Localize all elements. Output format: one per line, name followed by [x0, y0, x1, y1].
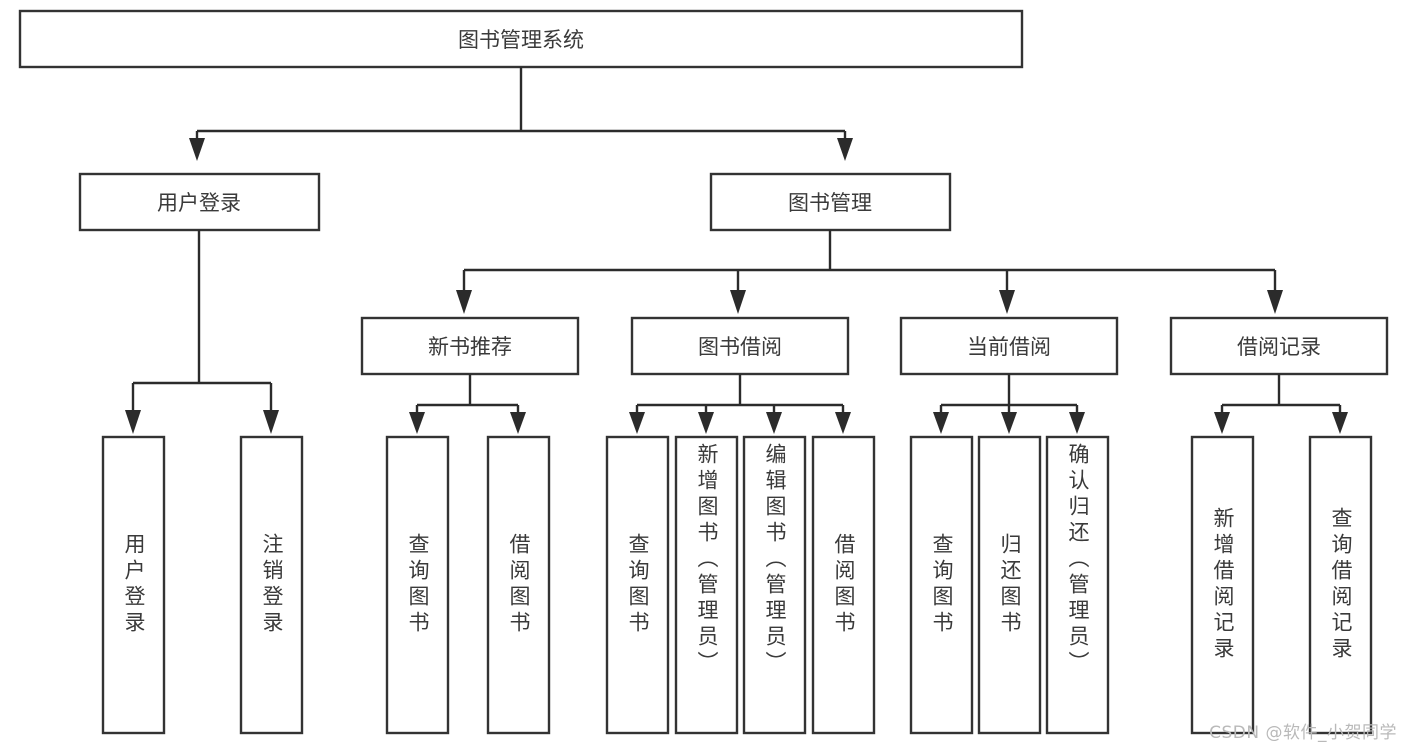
node-root[interactable]: 图书管理系统 [18, 9, 1024, 69]
leaf-box-book-borrow-0[interactable] [605, 435, 670, 735]
leaf-box-current-borrow-0[interactable] [909, 435, 974, 735]
node-level2-book-borrow[interactable]: 图书借阅 [630, 316, 850, 376]
node-level2-current-borrow[interactable]: 当前借阅 [899, 316, 1119, 376]
node-level2-borrow-record-label: 借阅记录 [1237, 335, 1321, 359]
connector-current-borrow-to-leaves [933, 374, 1085, 434]
leaf-box-current-borrow-2[interactable] [1045, 435, 1110, 735]
connector-book-borrow-to-leaves [629, 374, 851, 434]
node-level2-new-book-recommend[interactable]: 新书推荐 [360, 316, 580, 376]
leaf-box-book-borrow-1[interactable] [674, 435, 739, 735]
node-level1-book-manage[interactable]: 图书管理 [709, 172, 952, 232]
node-level1-user-login-box[interactable] [78, 172, 321, 232]
watermark-text: CSDN @软件_小贺同学 [1209, 723, 1397, 743]
leaf-box-new-book-1[interactable] [486, 435, 551, 735]
leaf-box-borrow-record-1[interactable] [1308, 435, 1373, 735]
connector-borrow-record-to-leaves [1214, 374, 1348, 434]
leaf-box-current-borrow-1[interactable] [977, 435, 1042, 735]
node-root-label: 图书管理系统 [458, 28, 584, 52]
arrow-to-user-login [189, 138, 205, 161]
node-root-box[interactable] [18, 9, 1024, 69]
node-level2-current-borrow-label: 当前借阅 [967, 335, 1051, 359]
node-level1-user-login[interactable]: 用户登录 [78, 172, 321, 232]
node-level2-borrow-record[interactable]: 借阅记录 [1169, 316, 1389, 376]
leaf-box-user-login-0[interactable] [101, 435, 166, 735]
arrow-to-book-manage [837, 138, 853, 161]
leaf-box-borrow-record-0[interactable] [1190, 435, 1255, 735]
leaf-box-new-book-0[interactable] [385, 435, 450, 735]
node-level1-book-manage-label: 图书管理 [788, 191, 872, 215]
node-level2-book-borrow-label: 图书借阅 [698, 335, 782, 359]
node-level1-user-login-label: 用户登录 [157, 191, 241, 215]
node-level2-new-book-recommend-box[interactable] [360, 316, 580, 376]
leaf-box-user-login-1[interactable] [239, 435, 304, 735]
connector-root-to-level1 [189, 67, 853, 161]
node-level2-current-borrow-box[interactable] [899, 316, 1119, 376]
leaf-box-book-borrow-2[interactable] [742, 435, 807, 735]
leaf-box-book-borrow-3[interactable] [811, 435, 876, 735]
connector-book-manage-to-level2 [456, 230, 1283, 314]
connector-new-book-recommend-to-leaves [409, 374, 526, 434]
node-level2-new-book-recommend-label: 新书推荐 [428, 335, 512, 359]
connector-user-login-to-leaves [125, 230, 279, 434]
